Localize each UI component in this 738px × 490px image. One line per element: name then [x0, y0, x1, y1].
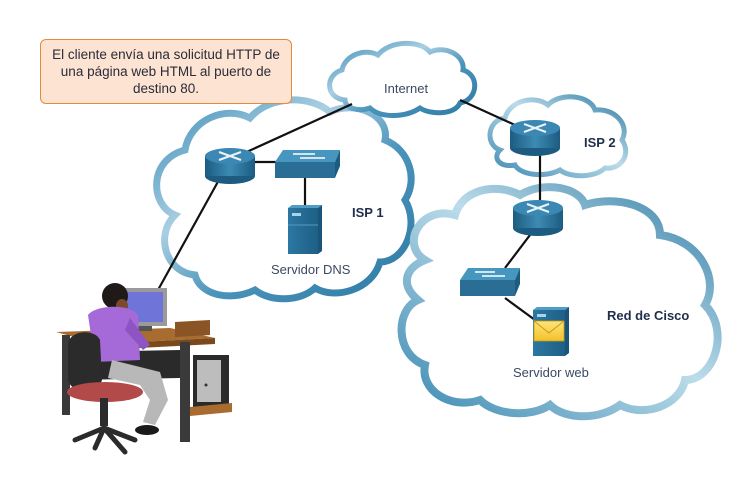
- link-ciscorouter-switch: [504, 234, 531, 269]
- web-server-icon[interactable]: [533, 307, 569, 356]
- callout-text: El cliente envía una solicitud HTTP de u…: [52, 47, 280, 96]
- dns-server-icon[interactable]: [288, 205, 322, 254]
- cisco-network-label: Red de Cisco: [607, 308, 690, 323]
- link-switch-webserver: [504, 297, 536, 321]
- cisco-cloud: [397, 183, 722, 421]
- cisco-switch-icon[interactable]: [460, 268, 520, 296]
- link-pc-isp1router: [157, 177, 221, 291]
- isp2-router-icon[interactable]: [510, 120, 560, 156]
- internet-cloud: [327, 40, 478, 118]
- isp1-switch-icon[interactable]: [275, 150, 340, 178]
- link-internet-isp2router: [459, 98, 516, 127]
- cisco-router-icon[interactable]: [513, 200, 563, 236]
- dns-server-label: Servidor DNS: [271, 262, 351, 277]
- client-pc-icon[interactable]: [56, 283, 232, 455]
- envelope-icon: [533, 320, 565, 342]
- info-callout: El cliente envía una solicitud HTTP de u…: [40, 39, 292, 104]
- isp1-router-icon[interactable]: [205, 148, 255, 184]
- isp2-label: ISP 2: [584, 135, 616, 150]
- web-server-label: Servidor web: [513, 365, 589, 380]
- link-isp1router-internet: [239, 102, 353, 157]
- isp1-label: ISP 1: [352, 205, 384, 220]
- internet-label: Internet: [384, 81, 429, 96]
